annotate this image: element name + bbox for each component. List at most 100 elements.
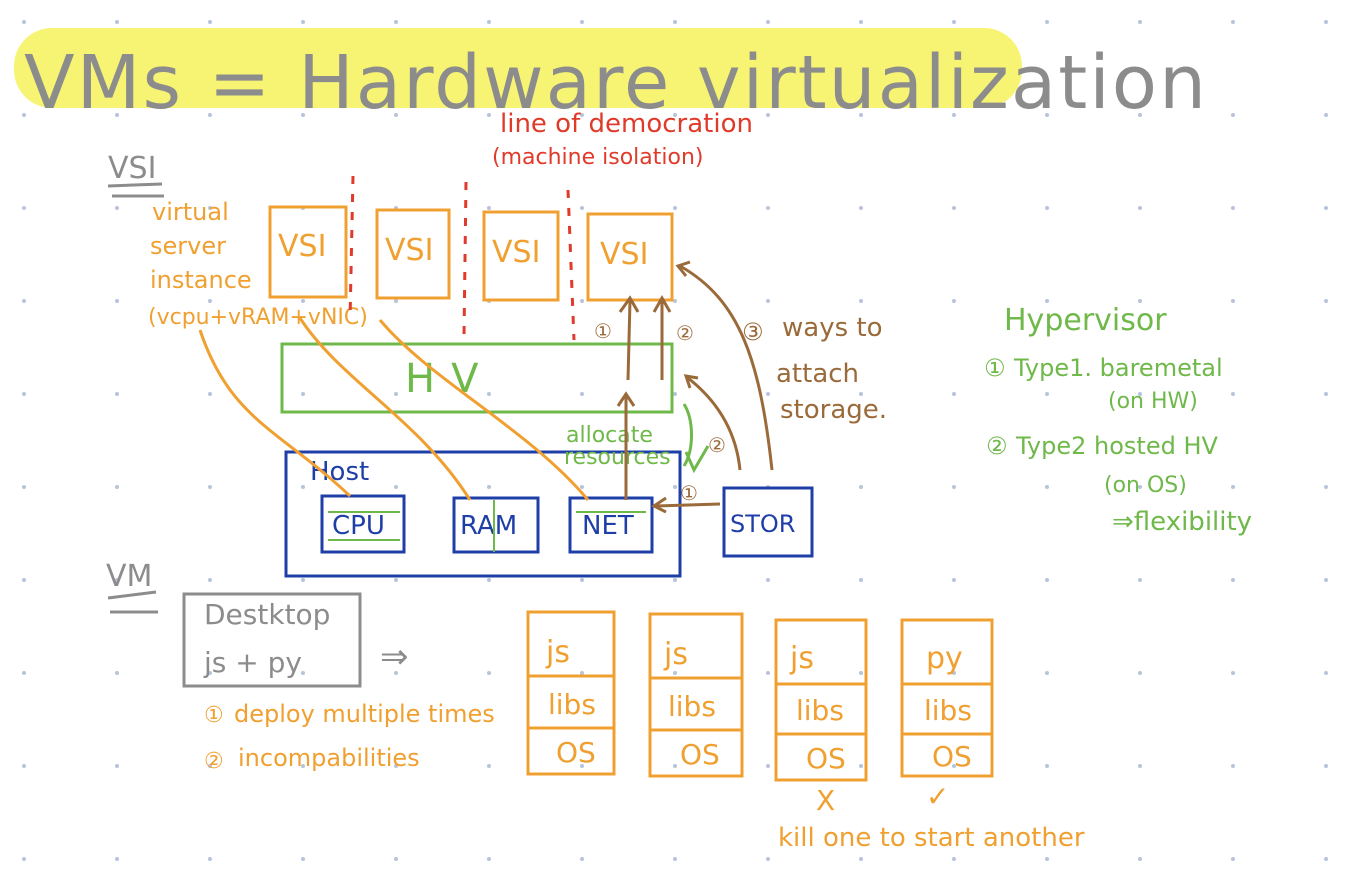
grid-dot [952, 206, 956, 210]
grid-dot [1231, 485, 1235, 489]
grid-dot [673, 206, 677, 210]
ram-label: RAM [460, 511, 517, 541]
title: VMs = Hardware virtualization [24, 40, 1208, 126]
vsi-box-3 [482, 210, 560, 302]
title-group: VMs = Hardware virtualization [14, 28, 1208, 126]
stack-1-top: js [545, 635, 570, 670]
grid-dot [580, 299, 584, 303]
grid-dot [487, 206, 491, 210]
stack-4-mid: libs [924, 694, 972, 727]
grid-dot [22, 20, 26, 24]
grid-dot [301, 485, 305, 489]
grid-dot [673, 113, 677, 117]
stack-3-bot: OS [806, 742, 846, 775]
grid-dot [1138, 299, 1142, 303]
hypervisor-type1: Type1. baremetal [1013, 354, 1223, 382]
grid-dot [208, 392, 212, 396]
grid-dot [859, 299, 863, 303]
isolation-line-2 [462, 181, 468, 337]
vsi-section: VSI virtual server instance (vcpu+vRAM+v… [107, 109, 887, 578]
vm-note-marker-2: ② [204, 749, 224, 774]
isolation-line-1 [348, 175, 355, 321]
grid-dot [115, 299, 119, 303]
vm-heading-underline [107, 590, 157, 600]
grid-dot [115, 671, 119, 675]
hv-label: HV [405, 356, 494, 402]
grid-dot [115, 578, 119, 582]
grid-dot [1324, 20, 1328, 24]
grid-dot [1231, 764, 1235, 768]
vm-caption: kill one to start another [778, 823, 1085, 853]
grid-dot [859, 857, 863, 861]
grid-dot [766, 578, 770, 582]
grid-dot [673, 671, 677, 675]
grid-dot [22, 392, 26, 396]
vram-to-ram-line [298, 317, 472, 501]
desktop-arrow: ⇒ [380, 637, 409, 677]
grid-dot [394, 299, 398, 303]
stack-4-mark: ✓ [926, 780, 949, 813]
demarcation-line-1: line of democration [500, 109, 753, 139]
stack-4-bot: OS [932, 740, 972, 773]
grid-dot [766, 299, 770, 303]
grid-dot [1324, 485, 1328, 489]
desktop-box [182, 592, 362, 688]
grid-dot [952, 764, 956, 768]
grid-dot [208, 764, 212, 768]
grid-dot [859, 764, 863, 768]
grid-dot [1045, 485, 1049, 489]
stack-4-box [900, 618, 994, 778]
grid-dot [394, 857, 398, 861]
allocate-bracket [682, 403, 693, 467]
grid-dot [673, 299, 677, 303]
stack-1-box [526, 610, 616, 776]
storage-note-line-2: attach [776, 359, 859, 389]
grid-dot [859, 113, 863, 117]
grid-dot [301, 857, 305, 861]
grid-dot [1045, 392, 1049, 396]
grid-dot [22, 113, 26, 117]
stack-4-top: py [926, 641, 963, 676]
grid-dot [22, 578, 26, 582]
grid-dot [859, 671, 863, 675]
grid-dot [952, 20, 956, 24]
grid-dot [1324, 578, 1328, 582]
vsi-heading-underline [107, 182, 163, 188]
stack-1-mid: libs [548, 688, 596, 721]
grid-dot [487, 671, 491, 675]
hypervisor-notes: Hypervisor ① Type1. baremetal (on HW) ② … [984, 303, 1252, 537]
grid-dot [1045, 299, 1049, 303]
grid-dot [1045, 20, 1049, 24]
vnic-to-net-line [378, 319, 590, 501]
storage-arrow-3 [679, 264, 774, 471]
storage-arrow-1 [626, 299, 632, 381]
grid-dot [115, 113, 119, 117]
vsi-box-2 [375, 208, 451, 300]
grid-dot [766, 20, 770, 24]
grid-dot [1138, 20, 1142, 24]
vm-note-2: incompabilities [238, 744, 420, 772]
storage-arrow-net-head [651, 496, 667, 514]
vm-section: VM Destktop js + py ⇒ ① deploy multiple … [106, 559, 1085, 853]
grid-dot [208, 857, 212, 861]
hypervisor-type2-marker: ② [986, 432, 1008, 460]
stack-1-bot: OS [556, 736, 596, 769]
grid-dot [208, 671, 212, 675]
title-highlight [14, 28, 1022, 108]
storage-arrow-hv [687, 376, 742, 471]
storage-note-line-1: ways to [782, 313, 883, 343]
grid-dot [115, 764, 119, 768]
grid-dot [766, 764, 770, 768]
ram-box [452, 496, 540, 554]
stor-box [722, 486, 814, 558]
grid-dot [952, 113, 956, 117]
grid-dot [673, 20, 677, 24]
grid-dot [1324, 299, 1328, 303]
grid-dot [394, 764, 398, 768]
vsi-box-label-1: VSI [278, 229, 326, 264]
storage-note-line-3: storage. [780, 395, 887, 425]
grid-dot [766, 206, 770, 210]
storage-arrow-hv-head [683, 374, 699, 389]
allocate-line-1: allocate [566, 423, 653, 448]
vsi-box-label-4: VSI [600, 237, 648, 272]
